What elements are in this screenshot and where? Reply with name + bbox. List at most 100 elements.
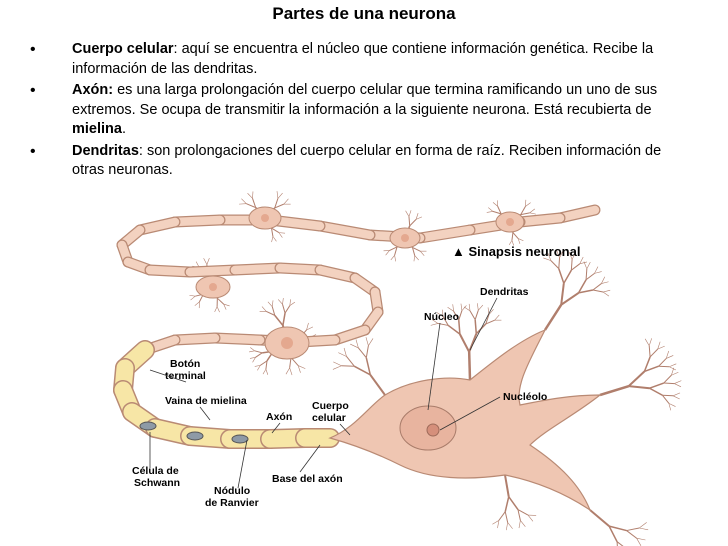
dendrite-branch	[520, 520, 525, 526]
myelin-segment	[175, 220, 220, 222]
dendrite-branch	[191, 296, 196, 300]
dendrite-branch	[478, 305, 483, 310]
dendrite-branch	[586, 273, 594, 279]
dendrite-branch	[664, 375, 672, 383]
bullet-dendritas: • Dendritas: son prolongaciones del cuer…	[30, 142, 680, 181]
schwann-nucleus	[187, 432, 203, 440]
dendrite-branch	[627, 531, 637, 539]
label-base-axon: Base del axón	[272, 473, 343, 485]
page-title: Partes de una neurona	[0, 4, 728, 24]
dendrite-branch	[341, 366, 354, 367]
dendrite-branch	[617, 542, 627, 546]
dendrite-branch	[495, 315, 500, 320]
dendrite-branch	[637, 538, 641, 546]
dendrite-branch	[593, 284, 601, 290]
small-neuron-3	[496, 212, 524, 232]
dendrite-branch	[584, 262, 587, 269]
dendrite-branch	[410, 219, 416, 226]
dendrite-branch	[629, 371, 645, 386]
dendrite-branch	[268, 302, 272, 307]
dendrite-branch	[285, 306, 290, 313]
small-neuron-2	[390, 228, 420, 248]
dendrite-branch	[333, 366, 342, 370]
dendrite-branch	[333, 362, 341, 366]
dendrite-branch	[279, 233, 283, 238]
dendrite-branch	[475, 320, 476, 334]
dendrite-branch	[248, 193, 253, 198]
bullet-text: es una larga prolongación del cuerpo cel…	[72, 82, 657, 118]
dendrite-branch	[207, 258, 209, 264]
bullet-icon: •	[30, 142, 36, 162]
label-nucleo: Núcleo	[424, 311, 459, 323]
dendrite-branch	[204, 258, 207, 264]
dendrite-branch	[283, 304, 286, 313]
myelin-segment	[520, 218, 560, 222]
label-nodulo-2: de Ranvier	[205, 497, 259, 509]
myelin-segment	[280, 268, 320, 270]
dendrite-branch	[639, 528, 648, 530]
label-axon: Axón	[266, 411, 292, 423]
dendrite-branch	[272, 300, 273, 306]
dendrite-branch	[217, 307, 219, 313]
dendrite-branch	[627, 528, 640, 531]
dendrite-branch	[506, 522, 507, 530]
dendrite-branch	[649, 338, 651, 345]
dendrite-branch	[448, 325, 460, 334]
dendrite-branch	[659, 366, 670, 367]
dendrite-branch	[391, 255, 395, 260]
dendrite-branch	[525, 203, 530, 207]
label-cuerpo-2: celular	[312, 412, 346, 424]
dendrite-branch	[290, 368, 292, 375]
dendrite-branch	[487, 211, 493, 212]
myelin-segment	[190, 270, 235, 272]
dendrite-branch	[255, 351, 263, 353]
dendrite-branch	[488, 208, 493, 212]
dendrite-branch	[347, 356, 355, 366]
dendrite-branch	[674, 384, 681, 387]
dendrite-branch	[414, 255, 415, 261]
dendrites	[189, 191, 681, 546]
dendrite-branch	[492, 520, 498, 524]
dendrite-branch	[409, 210, 411, 216]
dendrite-branch	[366, 346, 368, 358]
myelin-segment	[150, 270, 190, 272]
dendrite-branch	[673, 396, 680, 399]
dendrite-branch	[266, 369, 268, 375]
dendrite-branch	[189, 295, 195, 296]
bullet-cuerpo-celular: • Cuerpo celular: aquí se encuentra el n…	[30, 40, 680, 79]
dendrite-branch	[674, 381, 681, 384]
label-nucleolo: Nucléolo	[503, 391, 547, 403]
label-celula-2: Schwann	[134, 477, 180, 489]
dendrite-branch	[509, 497, 518, 510]
dendrite-branch	[587, 262, 590, 269]
dendrite-branch	[530, 209, 535, 213]
bullet-list: • Cuerpo celular: aquí se encuentra el n…	[30, 40, 680, 183]
small-neuron-5	[265, 327, 309, 359]
dendrite-branch	[590, 510, 609, 526]
dendrite-branch	[279, 233, 285, 234]
dendrite-branch	[262, 307, 266, 312]
dendrite-branch	[551, 261, 559, 269]
dendrite-branch	[395, 255, 396, 261]
label-vaina: Vaina de mielina	[165, 395, 247, 407]
dendrite-branch	[649, 346, 650, 357]
dendrite-branch	[368, 338, 373, 345]
dendrite-branch	[420, 251, 424, 256]
schwann-nucleus	[140, 422, 156, 430]
dendrite-branch	[528, 515, 533, 521]
label-celula-1: Célula de	[132, 465, 179, 477]
myelin-segment	[420, 230, 470, 238]
dendrite-branch	[519, 520, 520, 528]
dendrite-branch	[278, 193, 283, 198]
dendrite-branch	[431, 323, 438, 325]
dendrite-branch	[256, 353, 263, 357]
dendrite-branch	[505, 475, 509, 497]
dendrite-branch	[249, 351, 255, 352]
dendrite-branch	[559, 258, 560, 269]
label-boton-1: Botón	[170, 358, 200, 370]
nucleolus	[427, 424, 439, 436]
dendrite-branch	[464, 307, 470, 311]
dendrite-branch	[358, 348, 366, 358]
dendrite-branch	[505, 512, 507, 523]
bullet-text: son prolongaciones del cuerpo celular en…	[72, 143, 661, 179]
